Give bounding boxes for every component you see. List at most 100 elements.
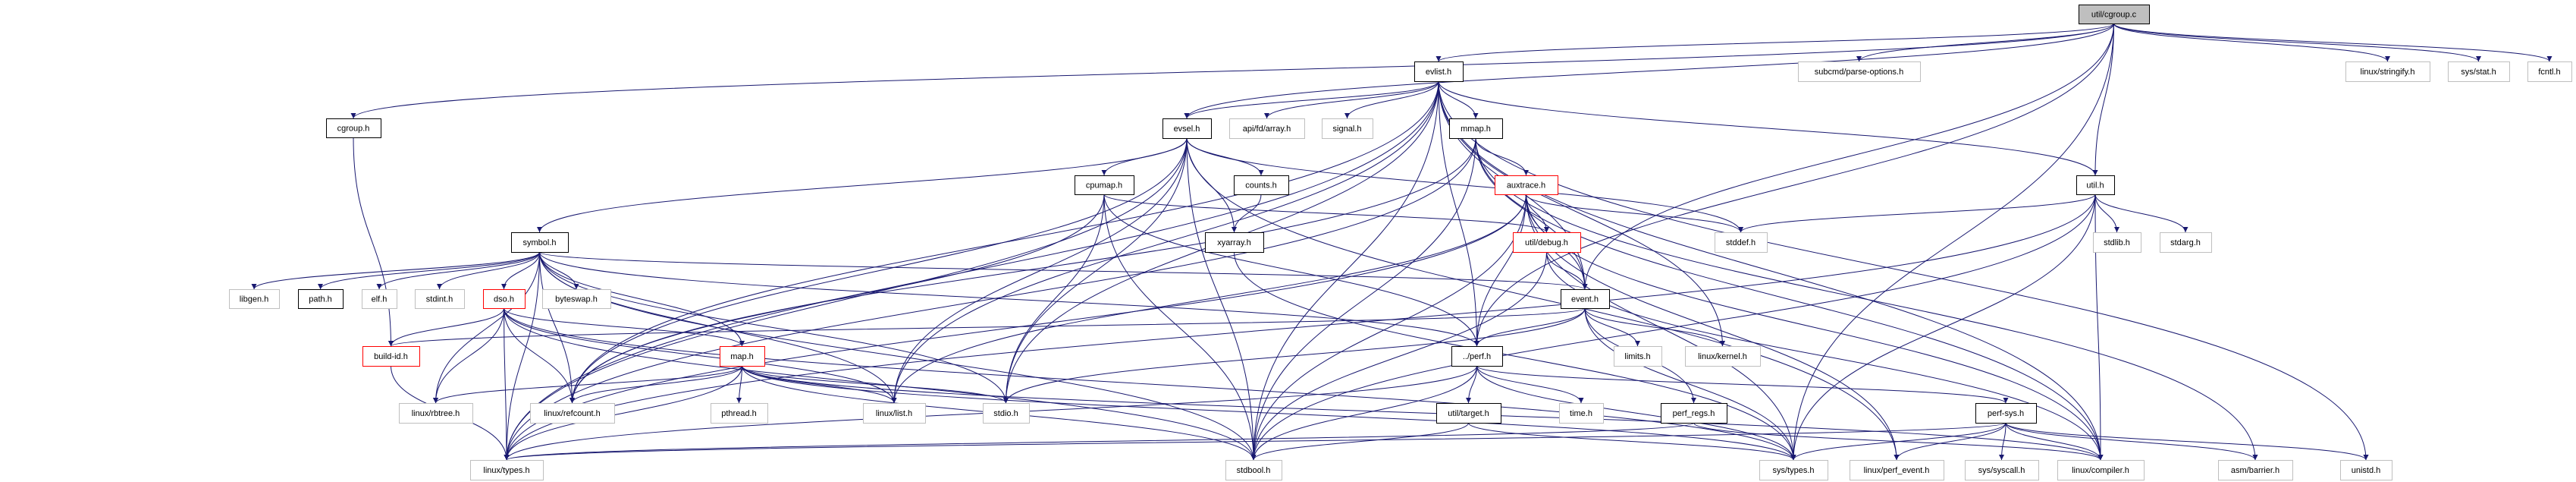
node-label: fcntl.h [2538, 68, 2560, 77]
node-label: mmap.h [1461, 124, 1491, 134]
edge-util-to-stddef [1738, 194, 2096, 233]
node-box [1661, 403, 1727, 424]
node-box [983, 403, 1030, 424]
node-mmap[interactable]: mmap.h [1449, 118, 1503, 139]
node-box [2340, 460, 2392, 480]
node-label: sys/stat.h [2461, 68, 2496, 77]
node-label: map.h [730, 352, 754, 361]
edge-perfsys-to-unistd [2005, 422, 2369, 461]
edge-cgroup_c-to-parseopt [1856, 23, 2114, 62]
edge-mmap-to-auxtrace [1475, 137, 1529, 176]
edge-symbol-to-rbtree [433, 251, 540, 404]
edge-symbol-to-dso [501, 251, 540, 290]
node-systypes: sys/types.h [1759, 460, 1828, 480]
node-box [1685, 346, 1761, 367]
node-counts[interactable]: counts.h [1234, 175, 1289, 195]
node-fdarray: api/fd/array.h [1229, 118, 1305, 139]
node-box [1759, 460, 1828, 480]
edge-event-to-stdio [1003, 307, 1586, 404]
node-buildid[interactable]: build-id.h [362, 346, 420, 367]
node-syscall: sys/syscall.h [1965, 460, 2039, 480]
node-label: stdlib.h [2104, 238, 2130, 247]
edge-evsel-to-types [504, 137, 1188, 461]
node-box [326, 118, 381, 138]
node-label: unistd.h [2352, 466, 2381, 475]
node-box [1436, 403, 1501, 424]
node-box [470, 460, 544, 480]
node-stdio: stdio.h [983, 403, 1030, 424]
node-box [1225, 460, 1282, 480]
node-box [1715, 232, 1768, 253]
edge-evlist-to-unistd [1438, 80, 2369, 461]
node-auxtrace[interactable]: auxtrace.h [1495, 175, 1558, 195]
node-cgroup_h[interactable]: cgroup.h [326, 118, 381, 138]
edge-symbol-to-stdio [539, 251, 1009, 404]
node-path[interactable]: path.h [298, 289, 344, 309]
node-box [1561, 289, 1610, 309]
node-util[interactable]: util.h [2076, 175, 2115, 195]
node-parseopt: subcmd/parse-options.h [1798, 61, 1921, 82]
node-debug[interactable]: util/debug.h [1513, 232, 1581, 253]
nodes-layer: util/cgroup.c evlist.h subcmd/parse-option… [229, 5, 2572, 480]
node-perf[interactable]: ../perf.h [1451, 346, 1503, 367]
node-label: stdbool.h [1237, 466, 1271, 475]
edge-evlist-to-fdarray [1264, 80, 1439, 119]
node-label: pthread.h [721, 409, 756, 418]
node-label: stdio.h [993, 409, 1018, 418]
node-pthread: pthread.h [711, 403, 768, 424]
edge-map-to-stdio [742, 365, 1009, 404]
node-symbol[interactable]: symbol.h [511, 232, 569, 253]
edge-target-to-stdbool [1250, 422, 1469, 461]
edge-cgroup_c-to-evlist [1435, 23, 2114, 62]
node-map[interactable]: map.h [720, 346, 765, 367]
node-event[interactable]: event.h [1561, 289, 1610, 309]
edge-perfsys-to-barrier [2005, 422, 2258, 461]
node-box [511, 232, 569, 253]
node-xyarray[interactable]: xyarray.h [1205, 232, 1264, 253]
edge-util-to-stdarg [2094, 194, 2189, 233]
edge-xyarray-to-systypes [1234, 251, 1796, 461]
node-stdint: stdint.h [415, 289, 465, 309]
node-label: elf.h [372, 295, 387, 304]
node-fcntl: fcntl.h [2527, 61, 2572, 82]
node-box [1229, 118, 1305, 139]
node-label: util/target.h [1448, 409, 1489, 418]
node-target[interactable]: util/target.h [1436, 403, 1501, 424]
node-dso[interactable]: dso.h [483, 289, 526, 309]
node-box [1449, 118, 1503, 139]
node-box [2160, 232, 2212, 253]
edge-symbol-to-types [504, 251, 540, 461]
edge-dso-to-refcount [504, 307, 575, 404]
node-signal: signal.h [1322, 118, 1373, 139]
edge-cgroup_c-to-stringify [2113, 23, 2390, 62]
node-cpumap[interactable]: cpumap.h [1075, 175, 1134, 195]
edge-perfsys-to-perfevent [1894, 422, 2007, 461]
node-perfsys[interactable]: perf-sys.h [1975, 403, 2037, 424]
node-box [711, 403, 768, 424]
edge-cgroup_h-to-buildid [353, 137, 394, 347]
node-label: evlist.h [1426, 68, 1451, 77]
edge-target-to-systypes [1468, 422, 1796, 461]
node-label: evsel.h [1174, 124, 1200, 134]
edge-mmap-to-refcount [569, 137, 1476, 404]
node-box [720, 346, 765, 367]
node-label: sys/syscall.h [1978, 466, 2025, 475]
node-stringify: linux/stringify.h [2345, 61, 2430, 82]
edge-symbol-to-map [539, 251, 745, 347]
node-box [1975, 403, 2037, 424]
node-stdbool: stdbool.h [1225, 460, 1282, 480]
node-stddef: stddef.h [1715, 232, 1768, 253]
node-label: cpumap.h [1086, 181, 1122, 191]
edge-perfregs-to-types [504, 422, 1694, 461]
node-evlist[interactable]: evlist.h [1414, 61, 1464, 82]
node-label: event.h [1571, 295, 1599, 304]
node-cgroup_c[interactable]: util/cgroup.c [2079, 5, 2150, 24]
node-evsel[interactable]: evsel.h [1162, 118, 1212, 139]
edge-perfsys-to-types [504, 422, 2007, 461]
node-label: auxtrace.h [1507, 181, 1545, 191]
node-perfregs[interactable]: perf_regs.h [1661, 403, 1727, 424]
node-sysstat: sys/stat.h [2448, 61, 2510, 82]
node-box [2448, 61, 2510, 82]
edge-cgroup_c-to-cgroup_h [350, 23, 2114, 119]
node-perfevent: linux/perf_event.h [1850, 460, 1944, 480]
